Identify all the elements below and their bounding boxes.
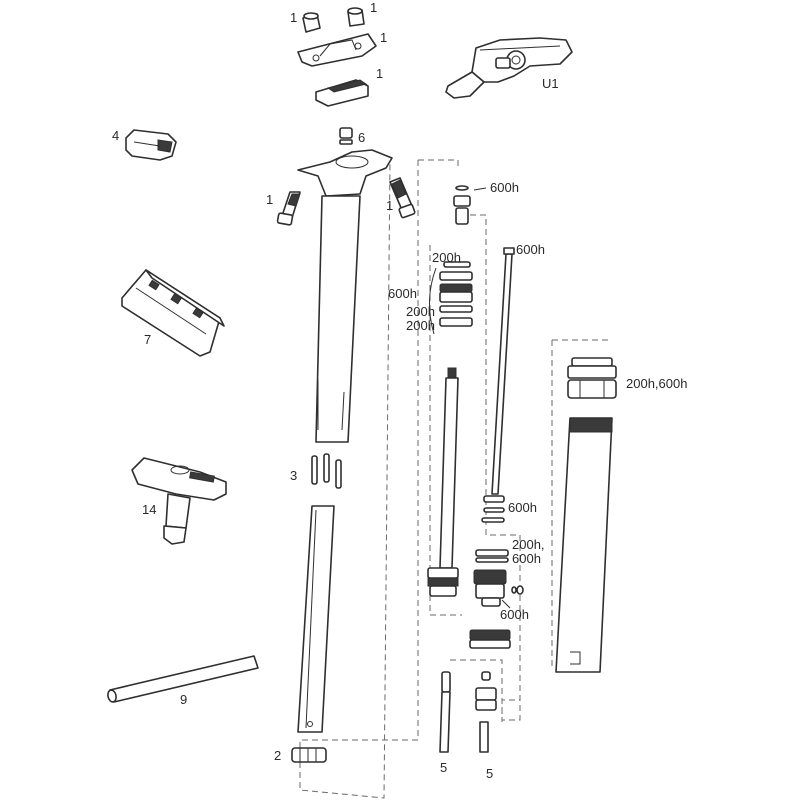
callout-service-piston-a: 200h,	[512, 537, 545, 552]
group-outline-outer	[551, 339, 612, 670]
callout-head-bolt-right: 1	[386, 198, 393, 213]
callout-service-seal-c: 200h	[406, 304, 435, 319]
leader-top-cap	[473, 187, 487, 191]
callout-remote-lever: U1	[542, 76, 559, 91]
callout-service-piston-b: 600h	[512, 551, 541, 566]
group-outline-valve	[450, 659, 503, 722]
seat-clamp-bolt-right	[347, 7, 365, 27]
callout-service-seal-a: 200h	[432, 250, 461, 265]
leader-valve	[501, 599, 511, 609]
callout-service-top-cap: 600h	[490, 180, 519, 195]
lower-saddle-clamp	[315, 79, 369, 107]
pin-right-valve	[475, 671, 497, 753]
callout-seat-clamp-bolt-right: 1	[370, 0, 377, 15]
seat-clamp-bolt-left	[302, 12, 321, 33]
callout-pin-right: 5	[486, 766, 493, 781]
seal-stack	[439, 261, 473, 327]
upper-saddle-clamp	[297, 33, 377, 67]
cable-clamp	[125, 129, 177, 161]
group-outline-cartridge	[460, 214, 521, 721]
callout-pin-left: 5	[440, 760, 447, 775]
damper-piston	[427, 567, 459, 597]
callout-service-valve: 600h	[500, 607, 529, 622]
pin-left	[439, 671, 451, 753]
callout-head-bolt-left: 1	[266, 192, 273, 207]
callout-nut: 6	[358, 130, 365, 145]
callout-seat-clamp-bolt-left: 1	[290, 10, 297, 25]
remote-lever	[445, 37, 573, 99]
cartridge-piston	[473, 549, 509, 607]
bottom-nut	[469, 629, 511, 649]
service-tool-block	[121, 269, 225, 357]
inner-rod	[491, 247, 515, 495]
callout-service-inner-rod: 600h	[516, 242, 545, 257]
upper-tube	[315, 195, 361, 443]
rod-seals	[481, 495, 505, 523]
group-outline-inner	[429, 245, 462, 616]
callout-cable-clamp: 4	[112, 128, 119, 143]
damper-shaft	[439, 367, 459, 569]
callout-collar: 2	[274, 748, 281, 763]
outer-cap	[567, 357, 617, 399]
lower-tube	[297, 505, 335, 733]
outer-sleeve	[555, 417, 613, 673]
callout-t-handle-tool: 14	[142, 502, 156, 517]
callout-lower-clamp: 1	[376, 66, 383, 81]
valve-small-parts	[511, 585, 524, 595]
callout-service-outer: 200h,600h	[626, 376, 687, 391]
rod	[107, 655, 259, 703]
leader-seal-bracket	[428, 267, 437, 335]
collar	[291, 747, 327, 763]
callout-service-seal-d: 200h	[406, 318, 435, 333]
keys	[311, 453, 342, 489]
head-bolt-left	[276, 191, 301, 226]
callout-service-seal-b: 600h	[388, 286, 417, 301]
callout-keys: 3	[290, 468, 297, 483]
callout-service-tool-block: 7	[144, 332, 151, 347]
callout-upper-clamp: 1	[380, 30, 387, 45]
t-handle-tool	[131, 457, 227, 545]
top-cap-assembly	[453, 185, 471, 225]
nut	[339, 127, 353, 145]
head-bolt-right	[389, 177, 416, 219]
group-outline-damper	[299, 159, 459, 799]
seatpost-head	[297, 149, 393, 197]
callout-service-rod-seal: 600h	[508, 500, 537, 515]
callout-rod: 9	[180, 692, 187, 707]
